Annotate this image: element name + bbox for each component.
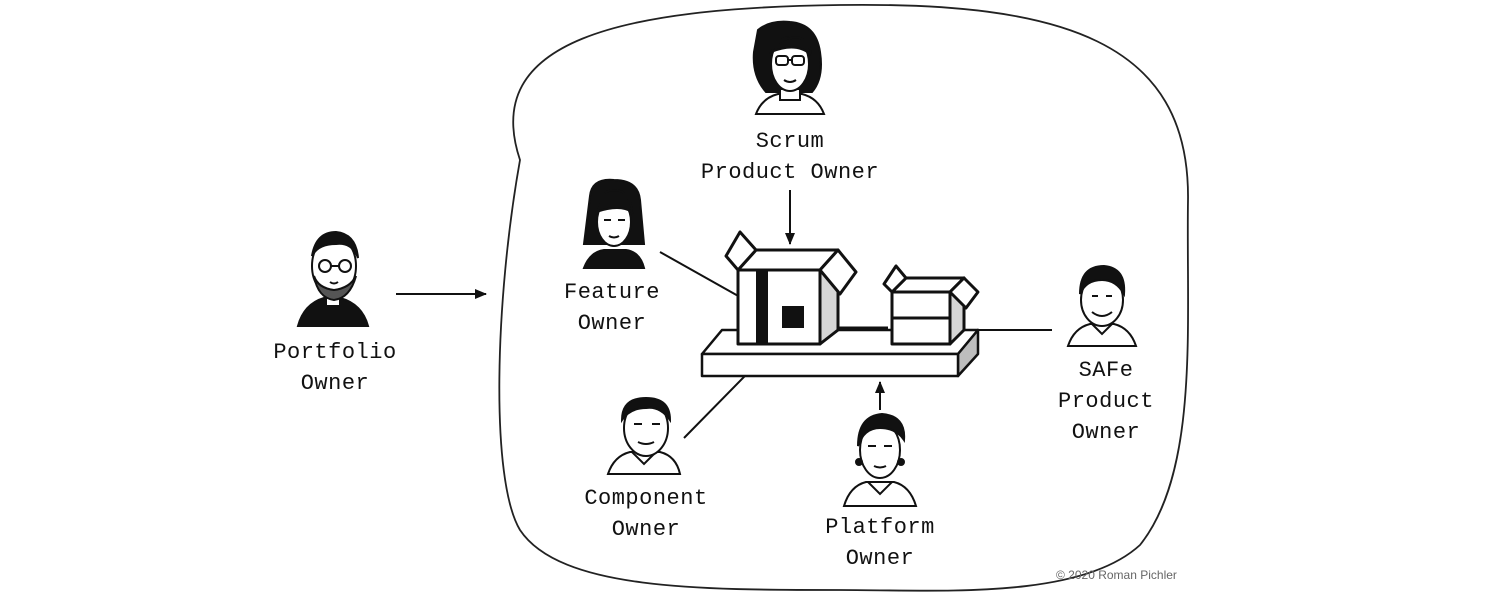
man-glasses-beard-icon — [296, 230, 370, 327]
scrum-product-owner-line2: Product Owner — [700, 160, 880, 185]
safe-product-owner-line1: SAFe — [1078, 358, 1134, 383]
woman-bangs-icon — [582, 178, 646, 269]
copyright-notice: © 2020 Roman Pichler — [1056, 568, 1177, 582]
platform-owner-line2: Owner — [845, 546, 915, 571]
safe-product-owner-line3: Owner — [1071, 420, 1141, 445]
man-smiling-icon — [1066, 264, 1138, 347]
portfolio-owner-line1: Portfolio — [273, 340, 397, 365]
scrum-product-owner-label: Scrum Product Owner — [680, 126, 900, 188]
component-owner-line1: Component — [584, 486, 708, 511]
product-boundary — [498, 3, 1189, 592]
platform-owner-line1: Platform — [825, 515, 935, 540]
safe-product-owner-label: SAFe Product Owner — [1036, 355, 1176, 448]
platform-owner-label: Platform Owner — [800, 512, 960, 574]
woman-earrings-icon — [842, 412, 918, 507]
feature-owner-label: Feature Owner — [542, 277, 682, 339]
portfolio-owner-label: Portfolio Owner — [255, 337, 415, 399]
product-box-small-icon — [882, 264, 980, 346]
platform-base-icon — [700, 328, 980, 378]
component-owner-label: Component Owner — [566, 483, 726, 545]
woman-glasses-icon — [752, 20, 826, 115]
safe-product-owner-line2: Product — [1058, 389, 1154, 414]
feature-owner-line1: Feature — [564, 280, 660, 305]
man-collar-icon — [606, 396, 682, 475]
feature-owner-line2: Owner — [577, 311, 647, 336]
portfolio-owner-line2: Owner — [300, 371, 370, 396]
product-box-large-icon — [724, 230, 858, 346]
component-owner-line2: Owner — [611, 517, 681, 542]
scrum-product-owner-line1: Scrum — [755, 129, 825, 154]
